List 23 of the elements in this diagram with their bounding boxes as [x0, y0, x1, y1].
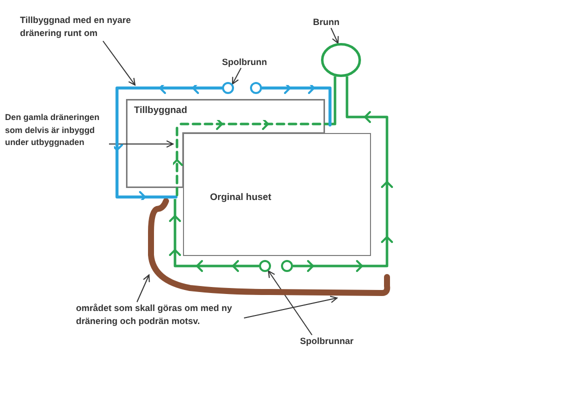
- cleanout-well-symbol: [281, 260, 293, 272]
- annotation-text: Spolbrunnar: [300, 335, 356, 347]
- leader-arrow: [232, 68, 242, 85]
- cleanout-well-symbol: [259, 260, 271, 272]
- annotation-text: Tillbyggnad med en nyare dränering runt om: [20, 14, 148, 41]
- drain-pipe-line: [328, 76, 336, 126]
- annotation-text: Brunn: [313, 16, 345, 28]
- annotation-text: Den gamla dräneringen som delvis är inbyggd under utbyggnaden: [5, 111, 109, 149]
- leader-arrow: [136, 274, 150, 302]
- annotation-text: området som skall göras om med ny dränering och podrän motsv.: [76, 302, 244, 329]
- drain-well-symbol: [321, 43, 361, 77]
- building-label: Orginal huset: [210, 192, 272, 204]
- cleanout-well-symbol: [222, 82, 234, 94]
- annotation-text: Spolbrunn: [222, 56, 270, 68]
- leader-arrow: [330, 28, 339, 44]
- leader-arrow: [268, 270, 312, 336]
- new-drain-pipe: [114, 85, 333, 200]
- leader-arrow: [244, 296, 338, 318]
- building-label: Tillbyggnad: [134, 105, 188, 117]
- house-outline: [183, 133, 371, 256]
- leader-arrow: [102, 40, 136, 86]
- leader-arrow: [108, 140, 174, 148]
- cleanout-well-symbol: [250, 82, 262, 94]
